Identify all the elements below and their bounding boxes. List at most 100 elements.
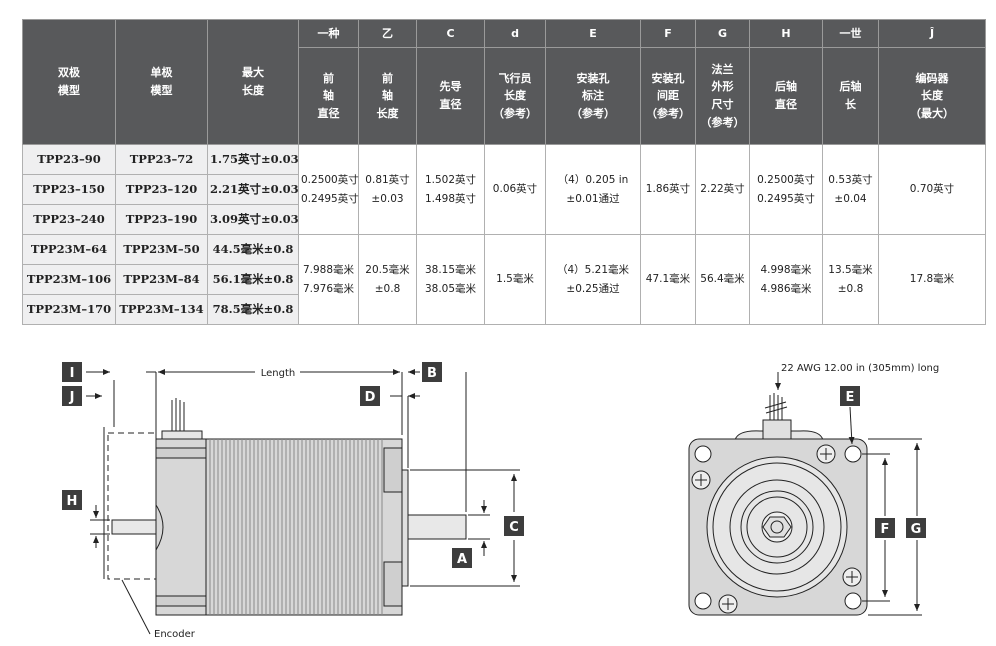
header-letter: 一种 bbox=[298, 19, 359, 48]
cell-line: 单极 bbox=[150, 66, 173, 80]
cell-line: 长度 bbox=[242, 84, 264, 97]
wire-label: 22 AWG 12.00 in (305mm) long bbox=[781, 363, 939, 374]
bipolar-model-cell: TPP23–240 bbox=[22, 204, 116, 235]
svg-text:G: G bbox=[911, 522, 922, 537]
dim-cell: 0.70英寸 bbox=[878, 144, 986, 235]
svg-text:E: E bbox=[846, 390, 855, 405]
cell-line: 轴 bbox=[382, 89, 393, 103]
header-letter: 一世 bbox=[822, 19, 879, 48]
header-flange-size: 法兰外形尺寸（参考） bbox=[695, 47, 750, 145]
cell-line: 编码器 bbox=[915, 71, 949, 85]
dim-cell: 1.86英寸 bbox=[640, 144, 696, 235]
wire-bundle-front bbox=[734, 372, 824, 441]
max-length-cell: 1.75英寸±0.03 bbox=[207, 144, 299, 175]
dim-cell: 20.5毫米±0.8 bbox=[358, 234, 417, 325]
dim-cell: 1.502英寸 1.498英寸 bbox=[416, 144, 485, 235]
cell-line: 7.988毫米 bbox=[302, 263, 355, 276]
side-view bbox=[86, 369, 520, 635]
header-letter: C bbox=[416, 19, 485, 48]
cell-line: （4）5.21毫米 bbox=[556, 263, 630, 276]
cell-line: 1.502英寸 bbox=[424, 173, 477, 186]
cell-line: 直径 bbox=[775, 98, 797, 111]
encoder-label: Encoder bbox=[154, 629, 196, 640]
dim-cell: 0.81英寸±0.03 bbox=[358, 144, 417, 235]
bipolar-model-cell: TPP23–90 bbox=[22, 144, 116, 175]
cell-line: 直径 bbox=[317, 106, 340, 120]
dim-cell: 13.5毫米 ±0.8 bbox=[822, 234, 879, 325]
dim-cell: 17.8毫米 bbox=[878, 234, 986, 325]
front-shaft bbox=[407, 514, 467, 540]
cell-line: （参考） bbox=[700, 115, 745, 129]
dim-cell: 0.53英寸 ±0.04 bbox=[822, 144, 879, 235]
cell-line: ±0.8 bbox=[374, 282, 401, 295]
header-pilot-diameter: 先导直径 bbox=[416, 47, 485, 145]
cell-line: 双极 bbox=[58, 66, 80, 80]
header-mounting-hole-spacing: 安装孔间距（参考） bbox=[640, 47, 696, 145]
motor-dimension-drawings: I J H B D A C Length Encoder bbox=[62, 362, 939, 640]
motor-body bbox=[155, 438, 403, 616]
header-letter: H bbox=[749, 19, 823, 48]
header-front-shaft-length: 前轴长度 bbox=[358, 47, 417, 145]
svg-text:H: H bbox=[67, 494, 78, 509]
header-rear-shaft-diameter: 后轴直径 bbox=[749, 47, 823, 145]
cell-line: 长 bbox=[845, 98, 856, 111]
table-row: TPP23M–106 TPP23M–84 56.1毫米±0.8 bbox=[22, 264, 986, 295]
unipolar-model-cell: TPP23–190 bbox=[115, 204, 208, 235]
cell-line: （最大） bbox=[910, 106, 954, 120]
header-letter: E bbox=[545, 19, 641, 48]
cell-line: 47.1毫米 bbox=[645, 273, 691, 286]
cell-line: ±0.04 bbox=[834, 192, 867, 205]
cell-line: 前 bbox=[323, 71, 334, 85]
spec-table: 双极模型 单极模型 最大长度 一种 乙 C d E F G H 一世 Ĵ 前轴直… bbox=[22, 19, 986, 325]
dim-cell: 1.5毫米 bbox=[484, 234, 546, 325]
table-row: TPP23–150 TPP23–120 2.21英寸±0.03 bbox=[22, 174, 986, 205]
cell-line: 56.4毫米 bbox=[700, 273, 745, 286]
callout-c: C bbox=[504, 516, 524, 536]
cell-line: 外形 bbox=[711, 80, 734, 94]
cell-line: 38.15毫米 bbox=[424, 263, 477, 276]
callout-f: F bbox=[875, 518, 895, 538]
cell-line: 长度 bbox=[921, 89, 943, 103]
callout-b: B bbox=[422, 362, 442, 382]
header-letter: d bbox=[484, 19, 546, 48]
cell-line: 最大 bbox=[242, 66, 264, 80]
cell-line: 模型 bbox=[58, 84, 80, 97]
cell-line: 0.2500英寸 bbox=[301, 173, 359, 186]
svg-text:B: B bbox=[427, 366, 437, 381]
cell-line: ±0.03 bbox=[371, 192, 404, 205]
cell-line: 0.53英寸 bbox=[828, 173, 873, 186]
svg-text:A: A bbox=[457, 552, 467, 567]
cell-line: 轴 bbox=[323, 89, 334, 103]
cell-line: 长度 bbox=[504, 89, 526, 103]
pilot bbox=[401, 469, 409, 587]
cell-line: 后轴 bbox=[839, 80, 862, 94]
header-letter: G bbox=[695, 19, 750, 48]
cell-line: 法兰 bbox=[711, 62, 734, 76]
header-rear-shaft-length: 后轴长 bbox=[822, 47, 879, 145]
cell-line: ±0.8 bbox=[837, 282, 864, 295]
header-unipolar-model: 单极模型 bbox=[115, 19, 208, 145]
cell-line: 0.06英寸 bbox=[492, 183, 538, 196]
cell-line: 1.5毫米 bbox=[496, 273, 534, 286]
unipolar-model-cell: TPP23M–50 bbox=[115, 234, 208, 265]
header-front-shaft-diameter: 前轴直径 bbox=[298, 47, 359, 145]
cell-line: 安装孔 bbox=[651, 71, 685, 85]
cell-line: ±0.01通过 bbox=[566, 192, 620, 205]
callout-d: D bbox=[360, 386, 380, 406]
svg-text:I: I bbox=[70, 366, 75, 381]
bipolar-model-cell: TPP23–150 bbox=[22, 174, 116, 205]
length-label: Length bbox=[261, 368, 296, 379]
header-letter: Ĵ bbox=[878, 19, 986, 48]
cell-line: 1.498英寸 bbox=[424, 192, 477, 205]
cell-line: 13.5毫米 bbox=[828, 263, 873, 276]
max-length-cell: 78.5毫米±0.8 bbox=[207, 294, 299, 325]
cell-line: ±0.25通过 bbox=[566, 282, 620, 295]
bipolar-model-cell: TPP23M–170 bbox=[22, 294, 116, 325]
header-bipolar-model: 双极模型 bbox=[22, 19, 116, 145]
